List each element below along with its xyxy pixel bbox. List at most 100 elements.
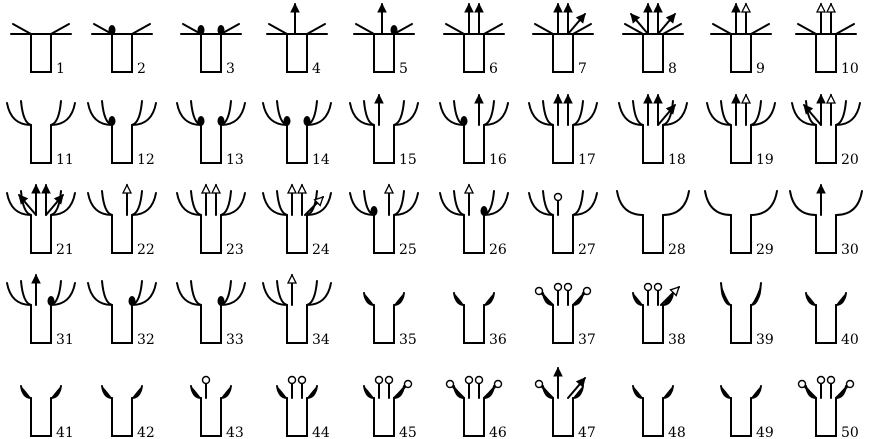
body-outline: [553, 34, 573, 72]
figure-22: 22: [88, 185, 156, 258]
figure-label: 41: [56, 425, 74, 439]
figure-21: 21: [7, 185, 75, 258]
arm-inner-left: [721, 101, 731, 125]
figure-19: 19: [707, 95, 775, 168]
arm-left: [535, 24, 553, 34]
arm-inner-left: [102, 281, 112, 305]
arm-inner-left: [633, 101, 643, 125]
arrow-left-mark: [375, 95, 383, 103]
body-outline: [374, 34, 394, 72]
figure-10: 10: [796, 4, 859, 77]
circle-right-mark: [386, 377, 393, 384]
figure-4: 4: [267, 4, 327, 77]
bud-left-mark: [198, 25, 205, 35]
figure-label: 26: [489, 242, 507, 258]
bud-left-mark: [109, 116, 116, 126]
figure-label: 13: [226, 152, 244, 168]
figure-29: 29: [705, 191, 777, 258]
arm-left: [798, 24, 816, 34]
figure-17: 17: [529, 95, 597, 168]
arm-inner-right: [573, 101, 583, 125]
figure-label: 45: [399, 425, 417, 439]
arm-inner-right: [51, 101, 61, 125]
bud-left-mark: [109, 25, 116, 35]
body-outline: [31, 34, 51, 72]
circle-left-mark: [376, 377, 383, 384]
circle-left-mark: [203, 377, 210, 384]
figure-2: 2: [92, 24, 152, 77]
circle-right-mark: [655, 284, 662, 291]
figure-label: 2: [137, 61, 146, 77]
body-outline: [816, 215, 836, 253]
open-arrow-right-mark: [827, 4, 835, 12]
figure-label: 20: [841, 152, 859, 168]
bud-right-mark: [218, 296, 225, 306]
figure-50: 50: [799, 377, 859, 439]
arm-inner-left: [102, 191, 112, 215]
figure-32: 32: [88, 281, 156, 348]
body-outline: [553, 305, 573, 343]
body-outline: [374, 305, 394, 343]
arm-inner-right: [751, 101, 761, 125]
arm-inner-right: [394, 191, 404, 215]
arm-inner-left: [543, 191, 553, 215]
arrow-right-mark: [475, 95, 483, 103]
arm-inner-left: [454, 191, 464, 215]
open-arrow-right-mark: [385, 185, 393, 193]
body-outline: [464, 34, 484, 72]
figure-label: 24: [312, 242, 330, 258]
arm-left: [356, 24, 374, 34]
figure-label: 38: [668, 332, 686, 348]
circle-diag-right-mark: [495, 381, 502, 388]
arm-left: [13, 24, 31, 34]
arm-inner-left: [191, 281, 201, 305]
figure-8: 8: [623, 4, 683, 77]
figure-25: 25: [350, 185, 418, 258]
arrow-right-mark: [654, 95, 662, 103]
arm-inner-left: [543, 101, 553, 125]
arm-right: [132, 24, 150, 34]
figure-label: 8: [668, 61, 677, 77]
arm-right: [51, 24, 69, 34]
arm-right: [307, 24, 325, 34]
body-outline: [643, 125, 663, 163]
figure-label: 7: [578, 61, 587, 77]
body-outline: [643, 34, 663, 72]
body-outline: [731, 215, 751, 253]
figure-label: 15: [399, 152, 417, 168]
figure-label: 19: [756, 152, 774, 168]
figure-label: 33: [226, 332, 244, 348]
arrow-right-mark: [654, 4, 662, 12]
body-outline: [287, 34, 307, 72]
figure-label: 6: [489, 61, 498, 77]
arm-right: [484, 24, 502, 34]
circle-left-mark: [466, 377, 473, 384]
figure-label: 12: [137, 152, 155, 168]
figure-40: 40: [806, 293, 859, 348]
figure-16: 16: [440, 95, 508, 168]
figure-12: 12: [88, 101, 156, 168]
figure-45: 45: [364, 377, 417, 439]
figure-label: 18: [668, 152, 686, 168]
figure-27: 27: [529, 191, 597, 258]
body-outline: [374, 125, 394, 163]
figure-label: 23: [226, 242, 244, 258]
body-outline: [31, 125, 51, 163]
figure-14: 14: [263, 101, 331, 168]
body-outline: [464, 398, 484, 436]
arm-inner-right: [132, 191, 142, 215]
figure-label: 50: [841, 425, 859, 439]
arm-inner-left: [21, 281, 31, 305]
arm-left: [713, 24, 731, 34]
figure-36: 36: [454, 293, 507, 348]
open-arrow-left-mark: [288, 185, 296, 193]
figure-label: 42: [137, 425, 155, 439]
circle-right-mark: [828, 377, 835, 384]
bud-right-mark: [304, 116, 311, 126]
arm-right: [751, 191, 777, 215]
figure-label: 32: [137, 332, 155, 348]
circle-left-mark: [555, 194, 562, 201]
figure-label: 44: [312, 425, 330, 439]
body-outline: [643, 215, 663, 253]
figure-label: 4: [312, 61, 321, 77]
